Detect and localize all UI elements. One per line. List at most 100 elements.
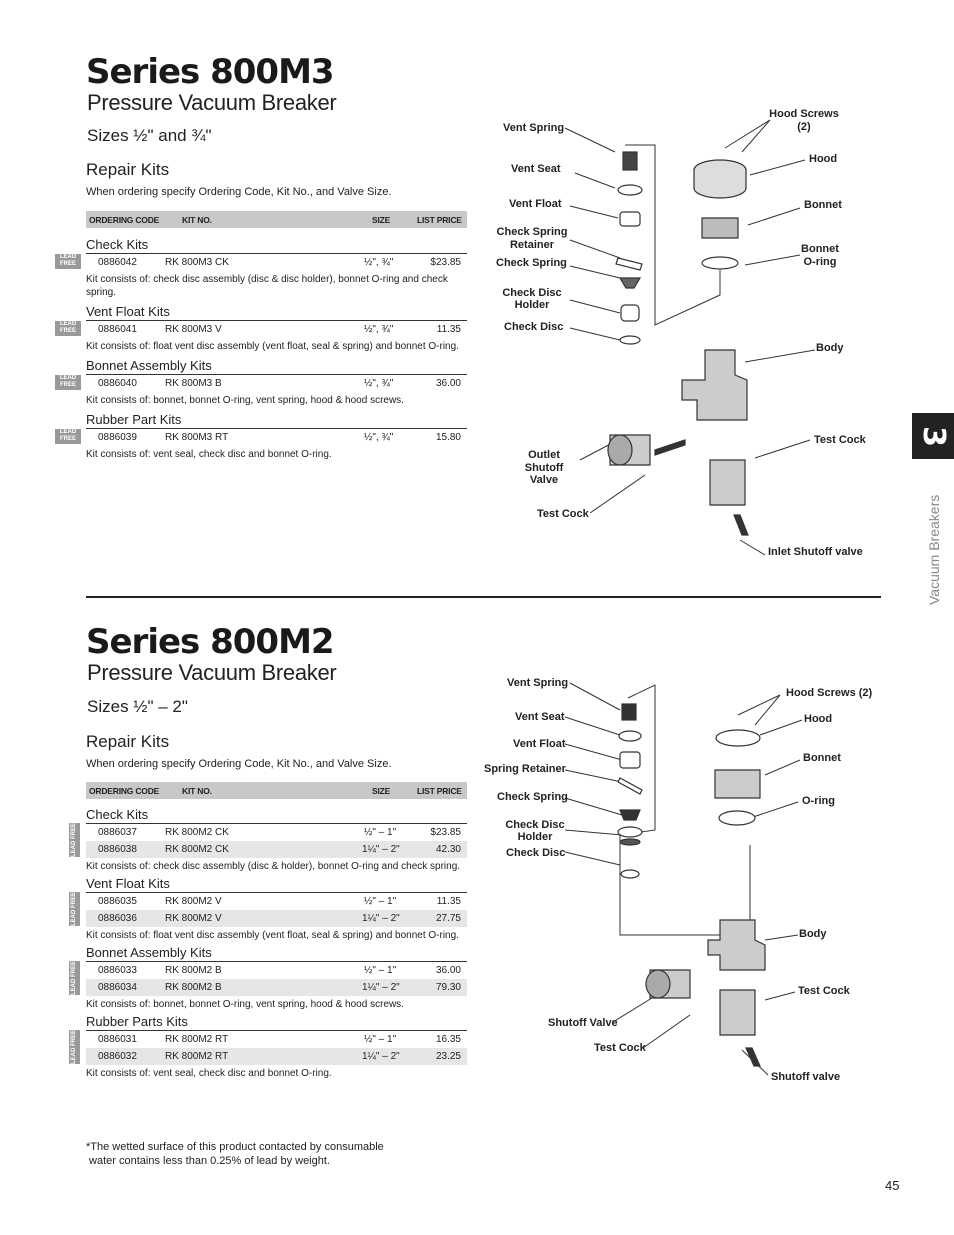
table-row: 0886035 RK 800M2 V ½" – 1" 11.35 [86, 892, 467, 910]
cell-size: ½" – 1" [364, 965, 397, 976]
group-title: Rubber Parts Kits [86, 1014, 188, 1029]
header-kit-no: KIT NO. [182, 786, 212, 796]
series-800m2-sizes: Sizes ½" – 2" [87, 697, 188, 717]
kit-description: Kit consists of: bonnet, bonnet O-ring, … [86, 999, 404, 1010]
lead-free-badge: LEAD FREE [55, 254, 81, 269]
kit-description: Kit consists of: check disc assembly (di… [86, 274, 448, 298]
cell-price: 15.80 [435, 432, 461, 443]
table-header: ORDERING CODE KIT NO. SIZE LIST PRICE [86, 211, 467, 228]
cell-price: $23.85 [430, 257, 461, 268]
label-vent-seat: Vent Seat [511, 163, 561, 175]
cell-price: 23.25 [435, 1051, 461, 1062]
header-kit-no: KIT NO. [182, 215, 212, 225]
cell-kit: RK 800M2 CK [165, 844, 229, 855]
cell-code: 0886037 [98, 827, 137, 838]
cell-code: 0886031 [98, 1034, 137, 1045]
header-list-price: LIST PRICE [417, 215, 462, 225]
kit-description: Kit consists of: vent seal, check disc a… [86, 449, 332, 460]
label-shutoff-valve-left: Shutoff Valve [548, 1017, 618, 1029]
m2-kits-table: ORDERING CODE KIT NO. SIZE LIST PRICE Ch… [69, 782, 467, 1080]
label-vent-float: Vent Float [509, 198, 562, 210]
cell-size: ½", ¾" [364, 257, 394, 268]
lead-free-badge: LEAD FREE [69, 823, 80, 857]
cell-kit: RK 800M2 B [165, 965, 222, 976]
table-header: ORDERING CODE KIT NO. SIZE LIST PRICE [86, 782, 467, 799]
cell-kit: RK 800M2 B [165, 982, 222, 993]
cell-size: 1¼" – 2" [362, 913, 400, 924]
group-title: Vent Float Kits [86, 304, 170, 319]
header-ordering-code: ORDERING CODE [89, 215, 160, 225]
table-row: LEAD FREE 0886039 RK 800M3 RT ½", ¾" 15.… [55, 428, 467, 446]
table-row: 0886032 RK 800M2 RT 1¼" – 2" 23.25 [86, 1048, 467, 1065]
series-800m2-subtitle: Pressure Vacuum Breaker [87, 660, 337, 685]
header-size: SIZE [372, 215, 391, 225]
ordering-note: When ordering specify Ordering Code, Kit… [86, 758, 392, 770]
kit-description: Kit consists of: float vent disc assembl… [86, 341, 459, 352]
section-number: 3 [915, 425, 951, 447]
sizes-prefix: Sizes [87, 697, 134, 716]
label-check-disc-holder: Check Disc Holder [505, 819, 565, 843]
kit-description: Kit consists of: check disc assembly (di… [86, 861, 461, 872]
label-shutoff-valve-right: Shutoff valve [771, 1071, 841, 1083]
table-row: LEAD FREE 0886041 RK 800M3 V ½", ¾" 11.3… [55, 320, 467, 338]
cell-price: 79.30 [435, 982, 461, 993]
cell-kit: RK 800M3 RT [165, 432, 229, 443]
cell-size: 1¼" – 2" [362, 844, 400, 855]
table-row: 0886034 RK 800M2 B 1¼" – 2" 79.30 [86, 979, 467, 996]
section-label: Vacuum Breakers [926, 494, 942, 605]
section-side-label: Vacuum Breakers [926, 480, 946, 605]
lead-free-badge: LEAD FREE [69, 1030, 80, 1064]
label-test-cock-right: Test Cock [814, 434, 866, 446]
label-spring-retainer: Spring Retainer [484, 763, 566, 775]
group-rows: LEAD FREE 0886031 RK 800M2 RT ½" – 1" 16… [69, 1030, 467, 1065]
cell-code: 0886033 [98, 965, 137, 976]
group-rows: LEAD FREE 0886035 RK 800M2 V ½" – 1" 11.… [69, 892, 467, 927]
cell-kit: RK 800M2 V [165, 913, 222, 924]
cell-kit: RK 800M3 V [165, 324, 222, 335]
lead-free-badge: LEAD FREE [69, 961, 80, 995]
label-inlet-shutoff-valve: Inlet Shutoff valve [768, 546, 863, 558]
label-hood-screws: Hood Screws (2) [786, 687, 873, 699]
series-800m3-sizes: Sizes ½" and ¾" [87, 126, 212, 146]
cell-code: 0886036 [98, 913, 137, 924]
ordering-note: When ordering specify Ordering Code, Kit… [86, 186, 392, 198]
cell-price: $23.85 [430, 827, 461, 838]
label-outlet-shutoff-valve: Outlet Shutoff Valve [524, 449, 564, 486]
label-hood-screws: Hood Screws (2) [769, 108, 839, 133]
label-oring: O-ring [802, 795, 835, 807]
sizes-prefix: Sizes [87, 126, 134, 145]
group-title: Vent Float Kits [86, 876, 170, 891]
group-title: Rubber Part Kits [86, 412, 182, 427]
cell-code: 0886038 [98, 844, 137, 855]
footnote-line-2: water contains less than 0.25% of lead b… [86, 1155, 330, 1167]
cell-size: ½", ¾" [364, 378, 394, 389]
cell-size: ½", ¾" [364, 432, 394, 443]
label-test-cock-left: Test Cock [537, 508, 589, 520]
group-title: Bonnet Assembly Kits [86, 358, 212, 373]
label-vent-float: Vent Float [513, 738, 566, 750]
cell-code: 0886040 [98, 378, 137, 389]
label-bonnet-oring: Bonnet O-ring [801, 243, 839, 268]
cell-kit: RK 800M2 RT [165, 1034, 229, 1045]
cell-size: 1¼" – 2" [362, 1051, 400, 1062]
cell-price: 11.35 [436, 896, 461, 907]
kit-description: Kit consists of: bonnet, bonnet O-ring, … [86, 395, 404, 406]
m3-exploded-diagram [564, 119, 816, 556]
page-number: 45 [885, 1178, 900, 1193]
size-b: ¾" [191, 126, 212, 145]
group-title: Check Kits [86, 807, 149, 822]
label-test-cock-left: Test Cock [594, 1042, 646, 1054]
cell-kit: RK 800M3 CK [165, 257, 229, 268]
section-tab: 3 [912, 413, 954, 459]
label-vent-seat: Vent Seat [515, 711, 565, 723]
cell-size: ½" – 1" [364, 896, 397, 907]
lead-free-badge: LEAD FREE [69, 892, 80, 926]
m3-kits-table: ORDERING CODE KIT NO. SIZE LIST PRICE Ch… [55, 211, 467, 461]
cell-kit: RK 800M2 RT [165, 1051, 229, 1062]
sizes-mid: and [153, 126, 192, 145]
header-size: SIZE [372, 786, 391, 796]
cell-kit: RK 800M2 V [165, 896, 222, 907]
cell-size: ½" – 1" [364, 827, 397, 838]
cell-size: ½", ¾" [364, 324, 394, 335]
cell-price: 27.75 [435, 913, 461, 924]
